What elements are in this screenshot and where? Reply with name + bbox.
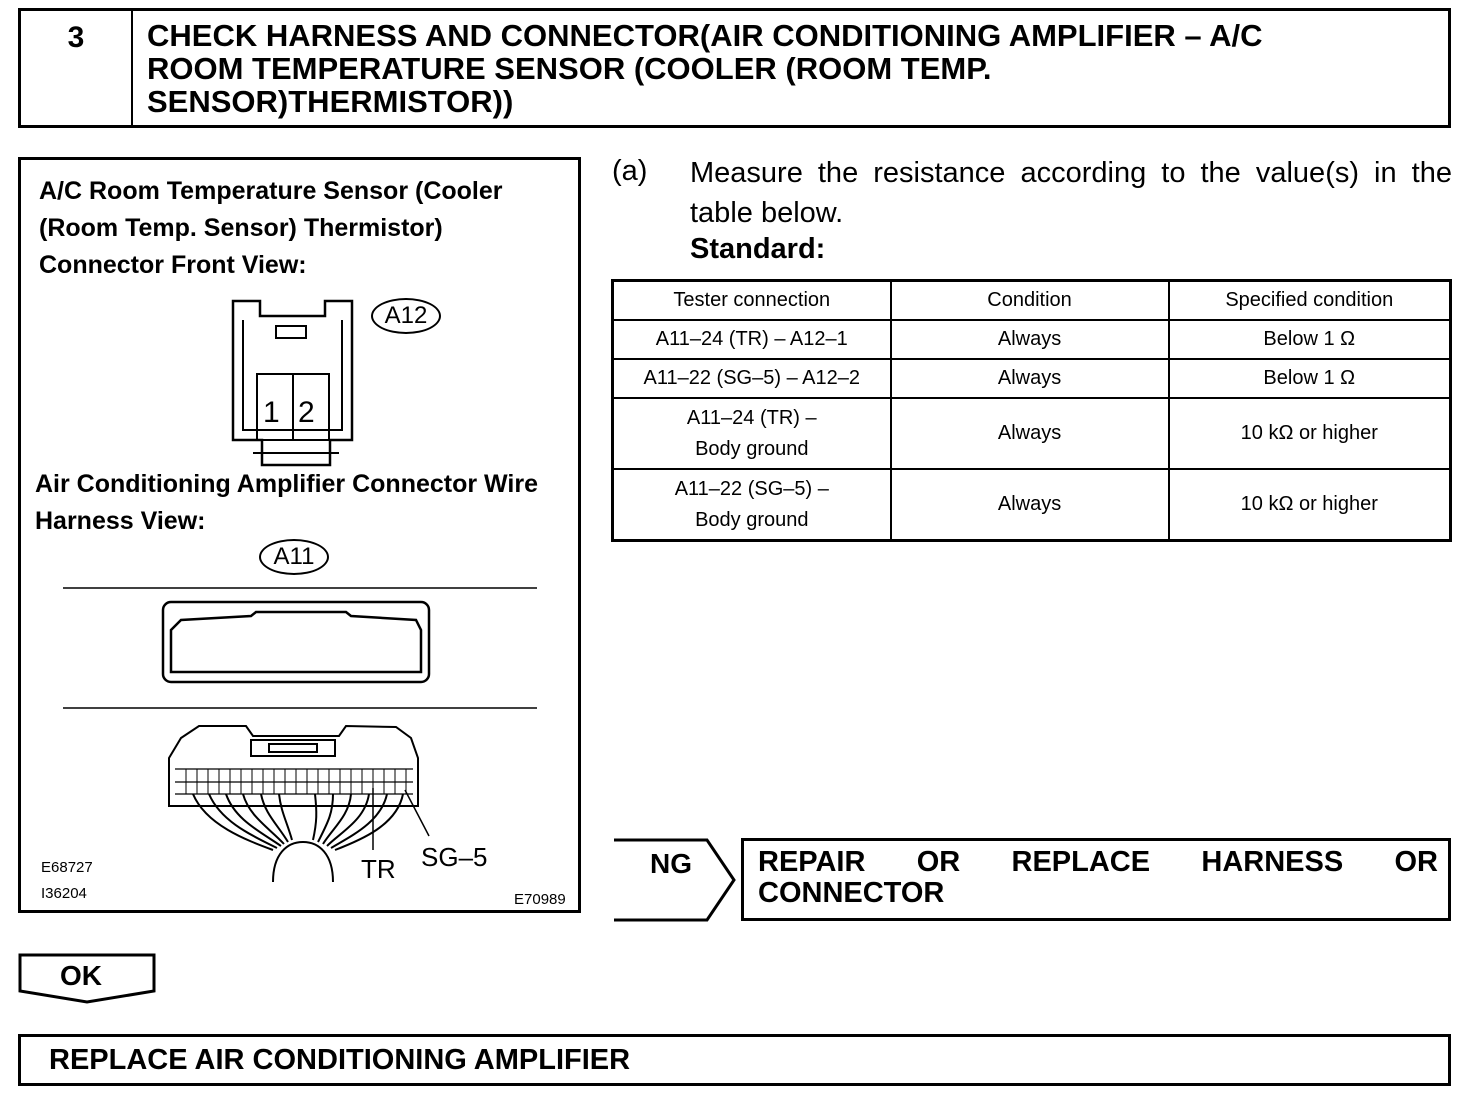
connector-a11-label: A11: [259, 539, 329, 575]
table-header-row: Tester connection Condition Specified co…: [610, 279, 1452, 321]
condition-cell: Always: [889, 397, 1170, 470]
tester-connection-cell: A11–24 (TR) – Body ground: [610, 397, 892, 470]
ok-arrow-shape: [18, 953, 156, 1004]
condition-cell: Always: [889, 319, 1170, 360]
tester-connection-cell: A11–22 (SG–5) – A12–2: [610, 358, 892, 399]
resistance-spec-table: Tester connection Condition Specified co…: [610, 279, 1452, 542]
instruction-marker: (a): [612, 155, 648, 187]
condition-cell: Always: [889, 358, 1170, 399]
tester-connection-line: A11–22 (SG–5) –: [674, 477, 829, 500]
final-action-text: REPLACE AIR CONDITIONING AMPLIFIER: [49, 1044, 631, 1076]
table-row: A11–24 (TR) – Body ground Always 10 kΩ o…: [610, 397, 1452, 470]
sensor-connector-caption: A/C Room Temperature Sensor (Cooler (Roo…: [39, 177, 503, 279]
amplifier-harness-view: [168, 724, 430, 883]
specified-condition-cell: Below 1 Ω: [1167, 319, 1452, 360]
connector-a12-label: A12: [371, 298, 441, 334]
connector-drawing: 1 2: [41, 299, 566, 908]
terminal-sg5-label: SG–5: [421, 842, 488, 872]
table-header-cell: Tester connection: [610, 279, 892, 321]
connector-figure: A/C Room Temperature Sensor (Cooler (Roo…: [18, 157, 581, 913]
tester-connection-line: Body ground: [695, 508, 809, 531]
ng-label: NG: [650, 848, 692, 879]
amplifier-connector-caption: Air Conditioning Amplifier Connector Wir…: [35, 470, 539, 535]
pin-1-label: 1: [263, 396, 280, 429]
figure-code-2: I36204: [41, 885, 87, 902]
figure-code-1: E68727: [41, 859, 93, 876]
amplifier-connector-outline: [161, 600, 431, 684]
specified-condition-cell: 10 kΩ or higher: [1167, 397, 1452, 470]
tester-connection-line: Body ground: [695, 437, 809, 460]
step-title: CHECK HARNESS AND CONNECTOR(AIR CONDITIO…: [147, 18, 1263, 119]
specified-condition-cell: 10 kΩ or higher: [1167, 468, 1452, 542]
ng-arrow-shape: [614, 838, 736, 922]
standard-label: Standard:: [690, 233, 826, 265]
specified-condition-cell: Below 1 Ω: [1167, 358, 1452, 399]
table-header-cell: Specified condition: [1167, 279, 1452, 321]
tester-connection-line: A11–24 (TR) –: [686, 406, 817, 429]
ok-label: OK: [60, 960, 102, 991]
tester-connection-cell: A11–22 (SG–5) – Body ground: [610, 468, 892, 542]
terminal-tr-label: TR: [361, 854, 396, 884]
table-header-cell: Condition: [889, 279, 1170, 321]
tester-connection-cell: A11–24 (TR) – A12–1: [610, 319, 892, 360]
sensor-connector-shape: [231, 299, 354, 467]
step-number: 3: [21, 11, 133, 125]
instruction-text: Measure the resistance according to the …: [690, 157, 1452, 229]
condition-cell: Always: [889, 468, 1170, 542]
pin-2-label: 2: [298, 396, 315, 429]
final-action-box: REPLACE AIR CONDITIONING AMPLIFIER: [18, 1034, 1451, 1086]
step-header: 3 CHECK HARNESS AND CONNECTOR(AIR CONDIT…: [18, 8, 1451, 128]
ng-action-box: REPAIR OR REPLACE HARNESS OR CONNECTOR: [741, 838, 1451, 921]
table-row: A11–22 (SG–5) – A12–2 Always Below 1 Ω: [610, 358, 1452, 399]
figure-code-3: E70989: [514, 891, 566, 908]
ng-action-text: REPAIR OR REPLACE HARNESS OR CONNECTOR: [758, 846, 1438, 909]
table-row: A11–24 (TR) – A12–1 Always Below 1 Ω: [610, 319, 1452, 360]
table-row: A11–22 (SG–5) – Body ground Always 10 kΩ…: [610, 468, 1452, 542]
